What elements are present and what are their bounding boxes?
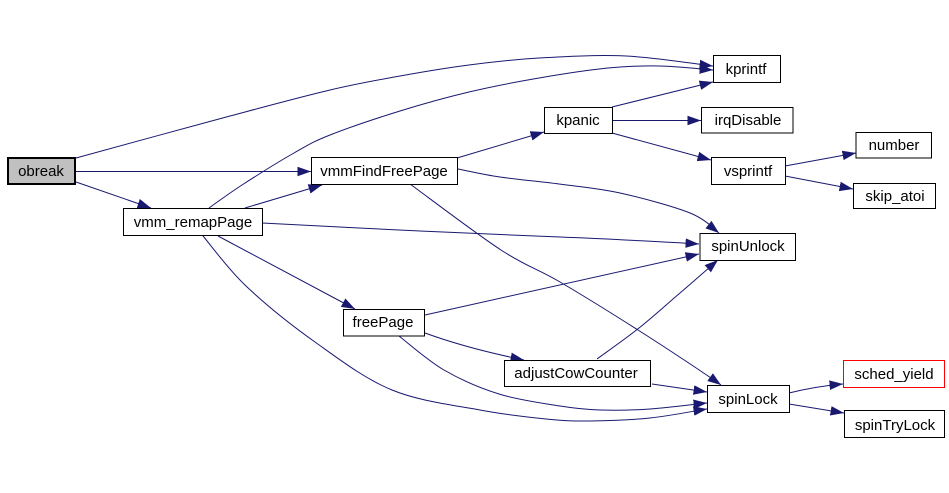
svg-text:vsprintf: vsprintf <box>724 163 773 180</box>
svg-text:skip_atoi: skip_atoi <box>865 188 924 205</box>
svg-text:spinLock: spinLock <box>718 391 778 408</box>
svg-text:number: number <box>869 137 920 154</box>
svg-text:sched_yield: sched_yield <box>854 366 933 383</box>
svg-text:freePage: freePage <box>353 314 414 331</box>
svg-text:kpanic: kpanic <box>556 112 600 129</box>
svg-text:irqDisable: irqDisable <box>715 112 782 129</box>
svg-text:spinUnlock: spinUnlock <box>711 238 785 255</box>
svg-text:obreak: obreak <box>18 163 64 180</box>
svg-text:spinTryLock: spinTryLock <box>855 417 936 434</box>
svg-text:adjustCowCounter: adjustCowCounter <box>514 365 637 382</box>
svg-text:kprintf: kprintf <box>726 61 768 78</box>
svg-text:vmmFindFreePage: vmmFindFreePage <box>320 163 448 180</box>
svg-text:vmm_remapPage: vmm_remapPage <box>134 214 252 231</box>
